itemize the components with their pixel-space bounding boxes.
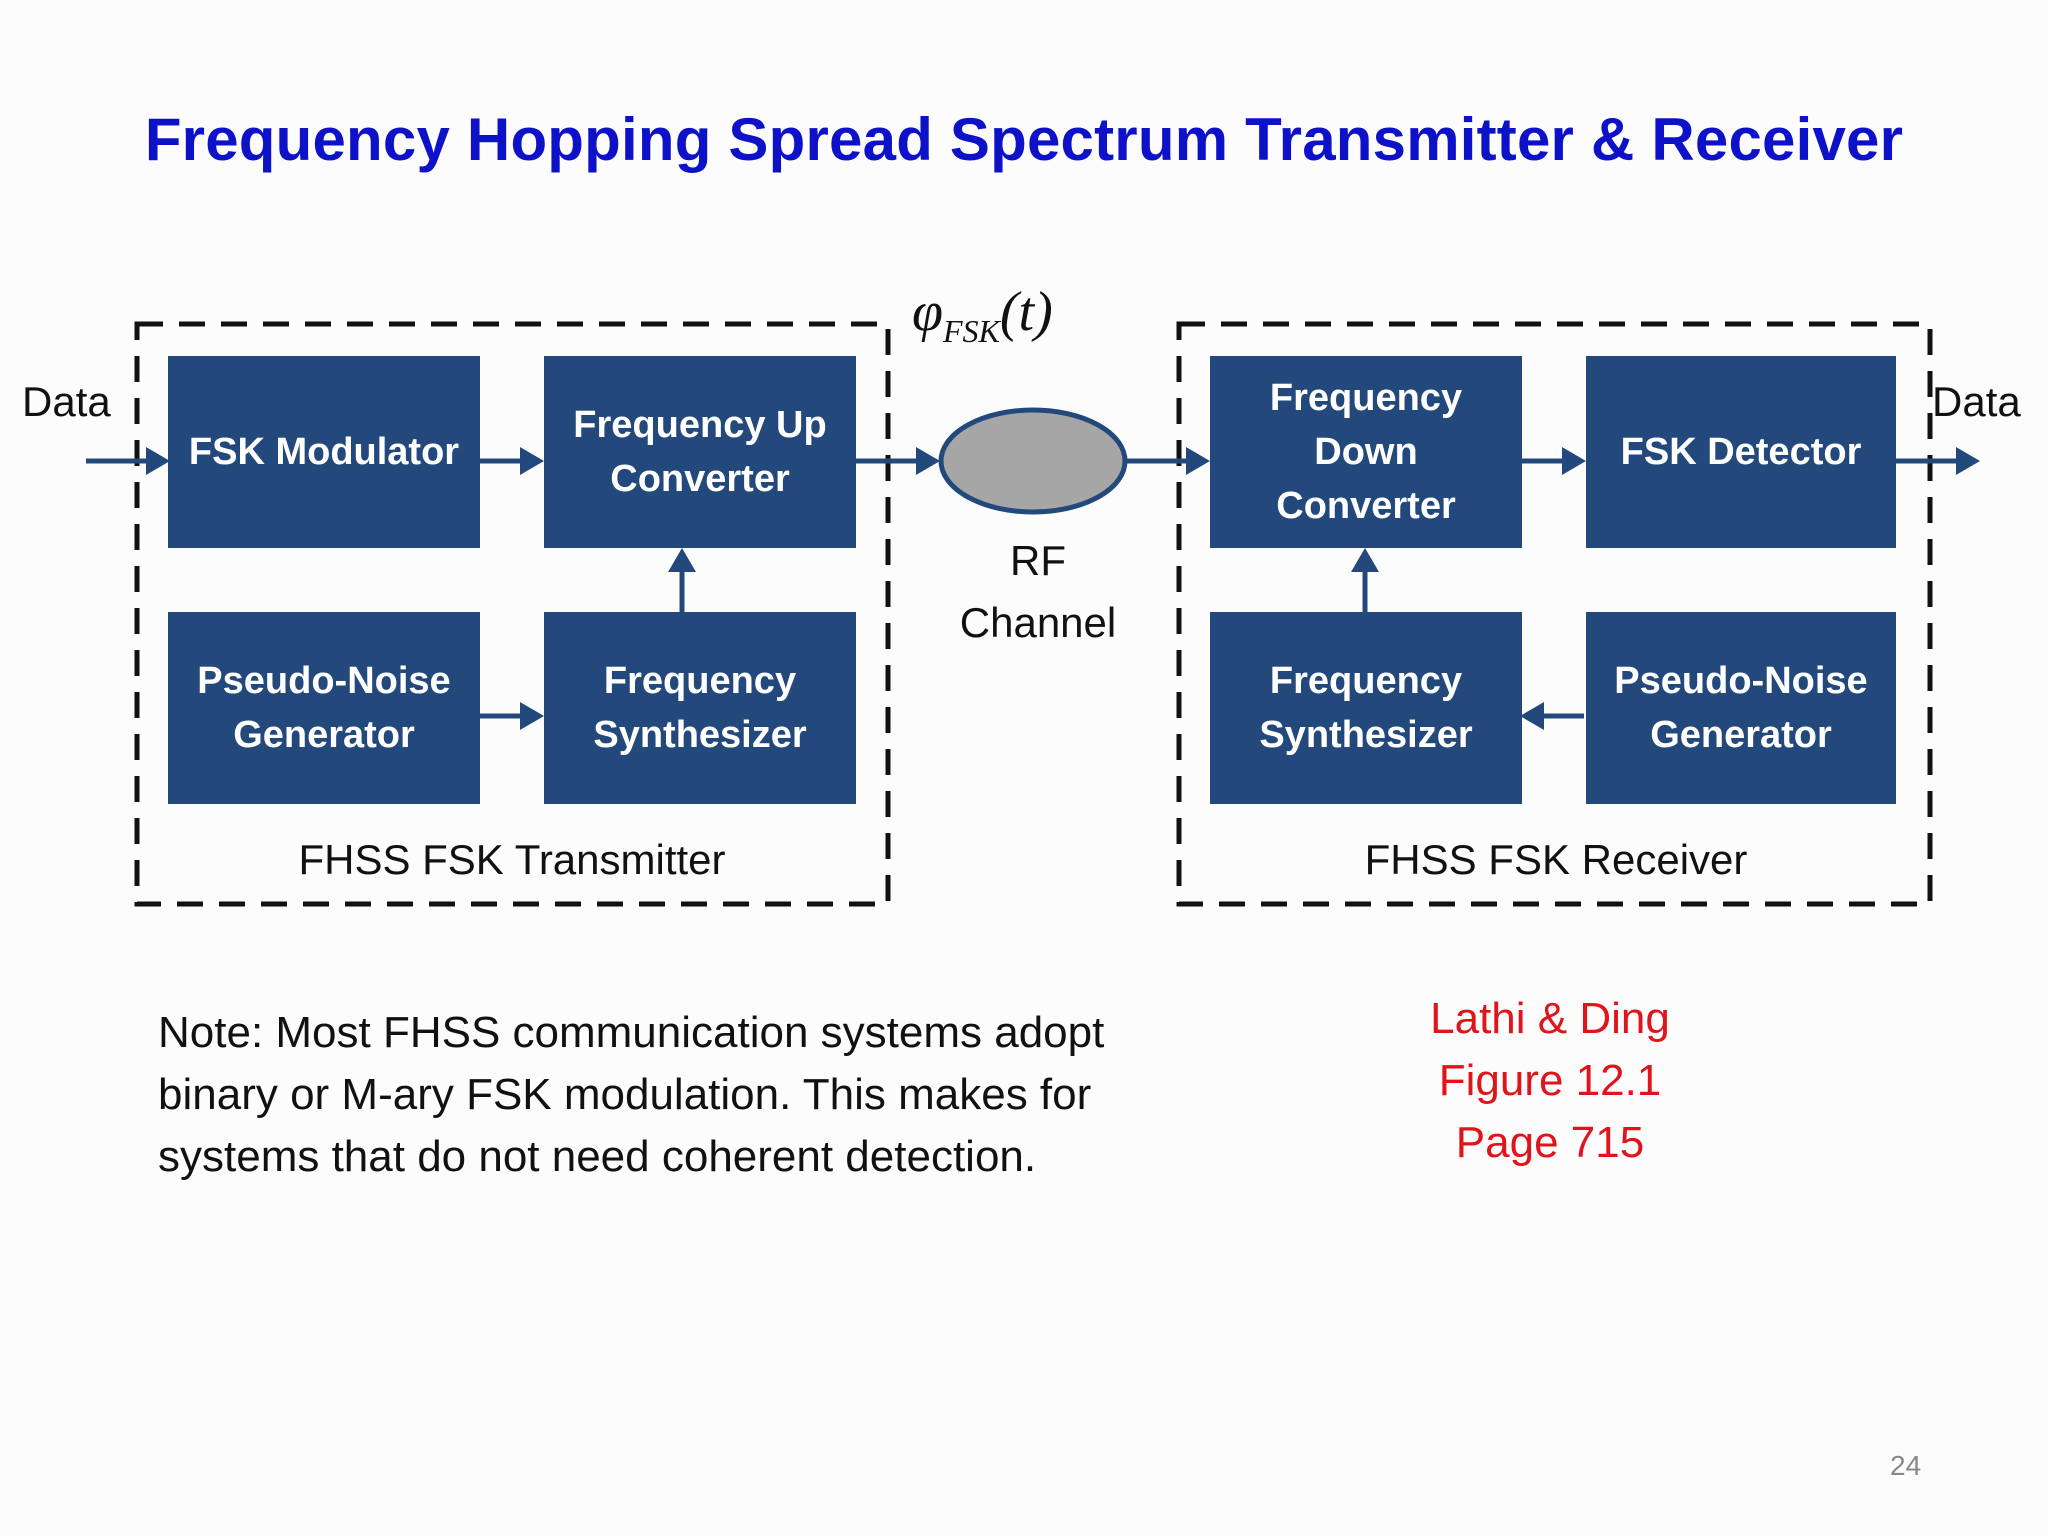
rf-channel-label: RF Channel <box>918 530 1158 654</box>
data-output-label: Data <box>1932 378 2021 425</box>
frequency-synthesizer-tx-block: Frequency Synthesizer <box>544 612 856 804</box>
frequency-synthesizer-rx-block: Frequency Synthesizer <box>1210 612 1522 804</box>
rf-channel-line1: RF <box>1010 537 1066 584</box>
slide-title: Frequency Hopping Spread Spectrum Transm… <box>144 106 1904 173</box>
signal-argument: (t) <box>999 281 1053 343</box>
reference-line3: Page 715 <box>1455 1118 1645 1167</box>
reference-line1: Lathi & Ding <box>1430 994 1670 1043</box>
rf-channel-ellipse <box>938 407 1128 515</box>
pseudo-noise-generator-tx-block: Pseudo-Noise Generator <box>168 612 480 804</box>
data-input-label: Data <box>22 378 111 425</box>
signal-subscript: FSK <box>942 313 1000 350</box>
fsk-modulator-block: FSK Modulator <box>168 356 480 548</box>
signal-symbol: φ <box>912 281 943 343</box>
frequency-down-converter-block: Frequency Down Converter <box>1210 356 1522 548</box>
signal-label: φFSK(t) <box>912 280 1053 350</box>
receiver-boundary <box>1176 321 1933 907</box>
reference-citation: Lathi & Ding Figure 12.1 Page 715 <box>1380 988 1720 1174</box>
transmitter-caption: FHSS FSK Transmitter <box>298 836 726 883</box>
reference-line2: Figure 12.1 <box>1438 1056 1662 1105</box>
fsk-detector-block: FSK Detector <box>1586 356 1896 548</box>
receiver-caption: FHSS FSK Receiver <box>1364 836 1748 883</box>
rf-channel-line2: Channel <box>959 599 1117 646</box>
transmitter-boundary <box>134 321 891 907</box>
frequency-up-converter-block: Frequency Up Converter <box>544 356 856 548</box>
pseudo-noise-generator-rx-block: Pseudo-Noise Generator <box>1586 612 1896 804</box>
note-text: Note: Most FHSS communication systems ad… <box>158 1008 1105 1181</box>
page-number: 24 <box>1890 1450 1922 1481</box>
